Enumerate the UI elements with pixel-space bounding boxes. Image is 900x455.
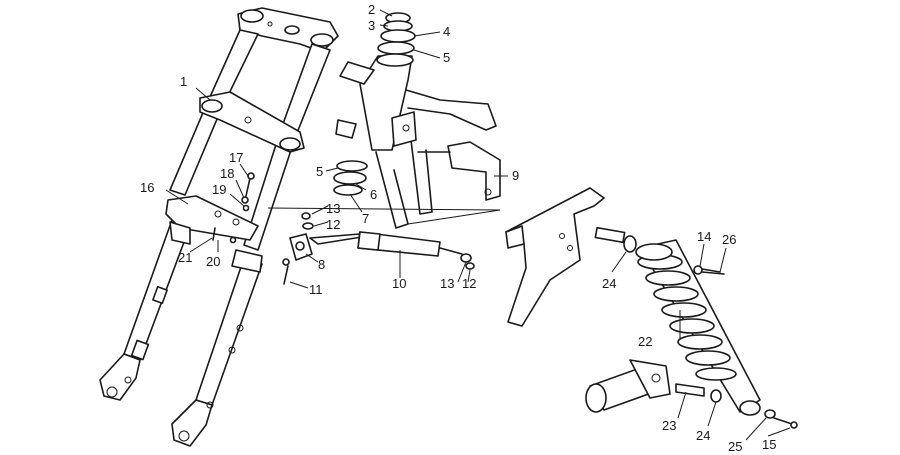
- fork-brace: [165, 195, 263, 273]
- bottom-yoke: [199, 91, 305, 153]
- callout-13-end: 13: [440, 276, 454, 291]
- callout-4: 4: [443, 24, 450, 39]
- callout-7: 7: [362, 211, 369, 226]
- callout-20: 20: [206, 254, 220, 269]
- callout-5-lower: 5: [316, 164, 323, 179]
- front-fork: [99, 7, 339, 447]
- callout-3: 3: [368, 18, 375, 33]
- right-fork-leg: [171, 43, 331, 447]
- rear-frame-bracket: [505, 187, 605, 327]
- callout-11: 11: [309, 282, 323, 297]
- callout-23: 23: [662, 418, 676, 433]
- callout-24-lower: 24: [696, 428, 710, 443]
- callout-25: 25: [728, 439, 742, 454]
- leader-lines: [165, 9, 791, 441]
- lower-bearing-stack: [333, 160, 368, 196]
- callout-2: 2: [368, 2, 375, 17]
- callout-17: 17: [229, 150, 243, 165]
- callout-8: 8: [318, 257, 325, 272]
- left-fork-leg: [99, 29, 259, 401]
- callout-labels: 1 2 3 4 5 5 6 7 8 9 10 11 12 12 13 13 14…: [140, 2, 776, 454]
- steering-damper: [282, 212, 475, 285]
- brace-bolts: [212, 172, 255, 244]
- callout-6: 6: [370, 187, 377, 202]
- callout-12-damper: 12: [326, 217, 340, 232]
- callout-15: 15: [762, 437, 776, 452]
- callout-18: 18: [220, 166, 234, 181]
- callout-12-end: 12: [462, 276, 476, 291]
- callout-10: 10: [392, 276, 406, 291]
- callout-24-upper: 24: [602, 276, 616, 291]
- callout-14: 14: [697, 229, 711, 244]
- callout-9: 9: [512, 168, 519, 183]
- callout-5-top: 5: [443, 50, 450, 65]
- callout-21: 21: [178, 250, 192, 265]
- callout-13-damper: 13: [326, 201, 340, 216]
- callout-26: 26: [722, 232, 736, 247]
- rear-shock-absorber: [594, 226, 798, 429]
- callout-1: 1: [180, 74, 187, 89]
- callout-19: 19: [212, 182, 226, 197]
- frame-head: [267, 12, 501, 229]
- head-bearing-stack: [377, 12, 416, 55]
- rear-mount-cylinder: [585, 359, 722, 413]
- callout-22: 22: [638, 334, 652, 349]
- callout-16: 16: [140, 180, 154, 195]
